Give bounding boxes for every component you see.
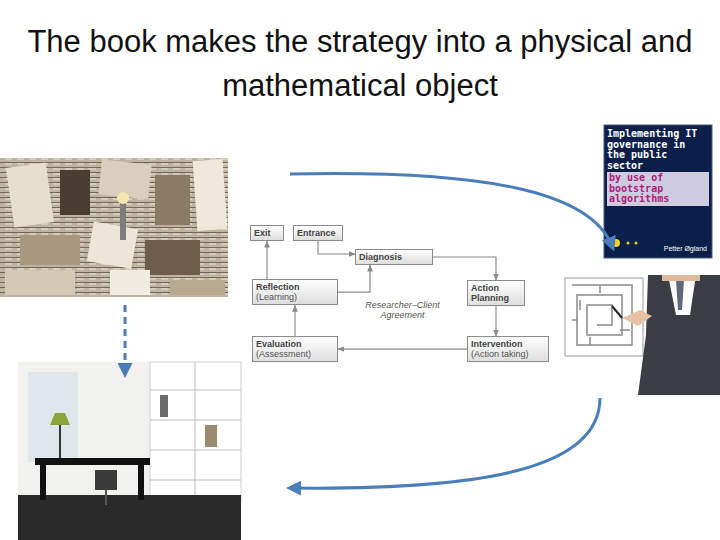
book-author: Petter Øgland — [664, 245, 707, 252]
box-heading: Reflection — [256, 282, 334, 292]
book-title: Implementing IT governance in the public… — [607, 129, 709, 171]
messy-room-photo — [0, 158, 228, 297]
cycle-arrow — [338, 265, 370, 292]
cycle-arrow — [294, 305, 295, 336]
box-heading: Intervention — [471, 339, 545, 349]
cycle-box: Entrance — [293, 225, 343, 241]
box-subtitle: (Learning) — [256, 292, 334, 302]
box-subtitle: (Action taking) — [471, 349, 545, 359]
cycle-box: Action Planning — [467, 280, 525, 306]
cycle-arrow — [338, 349, 467, 350]
maze-and-man-photo — [565, 275, 720, 395]
book-subtitle: by use of bootstrap algorithms — [607, 172, 709, 206]
cycle-box: Exit — [250, 225, 284, 241]
cycle-arrow — [495, 306, 496, 336]
cycle-arrow — [433, 257, 496, 280]
box-subtitle: (Assessment) — [256, 349, 334, 359]
slide-title: The book makes the strategy into a physi… — [20, 20, 700, 108]
center-note: Researcher–Client Agreement — [355, 300, 450, 321]
box-heading: Exit — [254, 228, 280, 238]
cycle-arrow — [266, 241, 267, 279]
cycle-arrow — [318, 241, 355, 254]
box-heading: Entrance — [297, 228, 339, 238]
box-heading: Evaluation — [256, 339, 334, 349]
book-cover — [604, 125, 712, 258]
cover-text-area: Implementing IT governance in the public… — [607, 129, 709, 255]
office-photo — [18, 362, 241, 540]
flow-arrows — [125, 174, 612, 489]
cycle-box: Reflection(Learning) — [252, 279, 338, 305]
cycle-box: Diagnosis — [355, 249, 433, 265]
box-heading: Action Planning — [471, 283, 521, 303]
box-heading: Diagnosis — [359, 252, 429, 262]
cycle-box: Intervention(Action taking) — [467, 336, 549, 362]
cycle-box: Evaluation(Assessment) — [252, 336, 338, 362]
